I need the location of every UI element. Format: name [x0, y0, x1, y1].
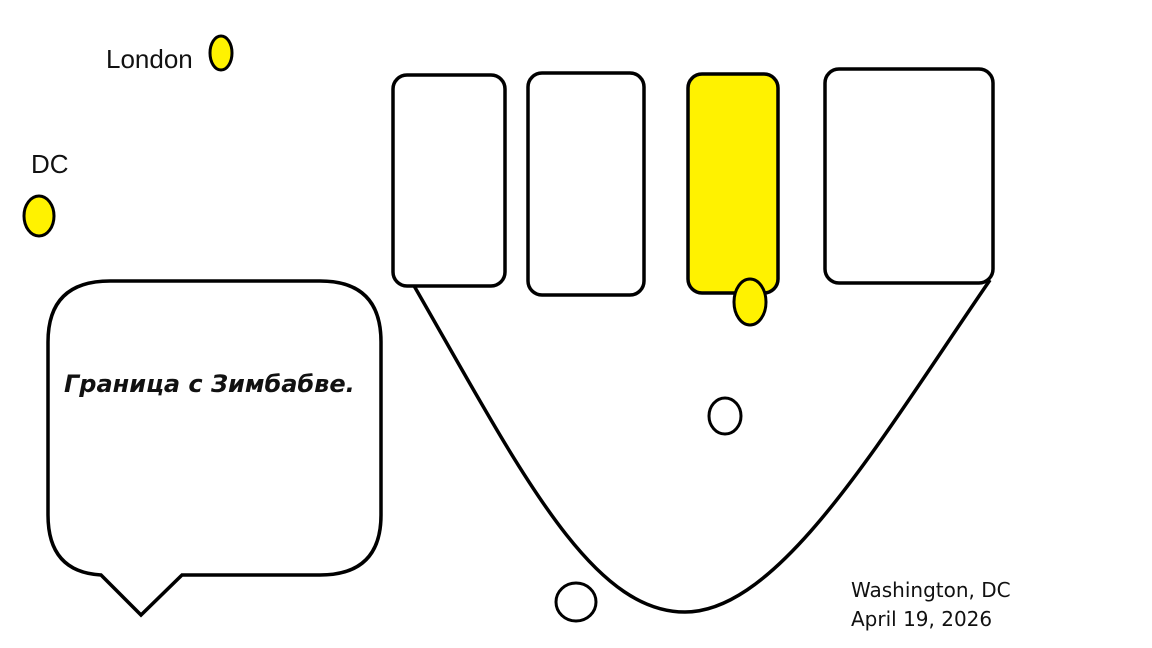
london-label: London — [106, 44, 193, 74]
dc-label: DC — [31, 149, 69, 179]
dc-marker — [22, 194, 56, 238]
empty-circle-palm — [707, 396, 743, 436]
finger-box-3-highlighted — [686, 72, 780, 295]
empty-circle-bottom — [554, 581, 598, 623]
london-marker — [208, 34, 234, 72]
date-stamp: April 19, 2026 — [851, 607, 993, 631]
hand-curve — [411, 279, 992, 614]
finger-box-2 — [526, 71, 646, 297]
speech-bubble — [46, 279, 383, 618]
finger-box-4 — [823, 67, 995, 285]
speech-bubble-text: Граница с Зимбабве. — [64, 370, 355, 398]
highlight-marker — [732, 277, 768, 327]
finger-box-1 — [391, 73, 507, 288]
location-stamp: Washington, DC — [851, 578, 1011, 602]
